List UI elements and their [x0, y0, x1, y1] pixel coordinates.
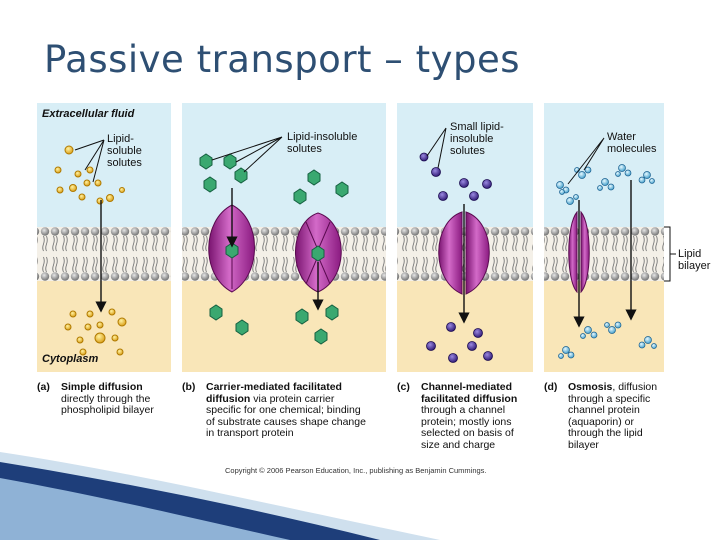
corner-swoosh	[0, 452, 440, 540]
channel-protein	[438, 211, 490, 295]
small-ions	[419, 152, 493, 363]
small-insoluble-label: Small lipid- insoluble solutes	[450, 121, 504, 157]
pointer-lines-a	[74, 139, 105, 183]
panel-a	[37, 103, 171, 372]
aquaporin	[568, 210, 590, 294]
cytoplasm-label: Cytoplasm	[42, 353, 99, 365]
water-molecules	[556, 164, 657, 359]
pointer-lines-d	[567, 137, 605, 185]
lipid-insoluble-label: Lipid-insoluble solutes	[287, 131, 358, 155]
bilayer-bracket	[664, 226, 676, 282]
panel-c	[397, 103, 533, 372]
panel-d	[544, 103, 664, 372]
pointer-lines-c	[426, 127, 447, 169]
pointer-lines-b	[211, 136, 283, 173]
bilayer-label: Lipid bilayer	[678, 248, 711, 272]
panel-b	[182, 103, 386, 372]
water-label: Water molecules	[607, 131, 657, 155]
lipid-soluble-label: Lipid- soluble solutes	[107, 133, 142, 169]
slide-title: Passive transport – types	[44, 38, 520, 81]
lipid-insoluble-solutes	[199, 153, 349, 345]
copyright-notice: Copyright © 2006 Pearson Education, Inc.…	[225, 466, 487, 475]
extracellular-label: Extracellular fluid	[42, 108, 135, 120]
lipid-soluble-solutes	[54, 145, 127, 356]
